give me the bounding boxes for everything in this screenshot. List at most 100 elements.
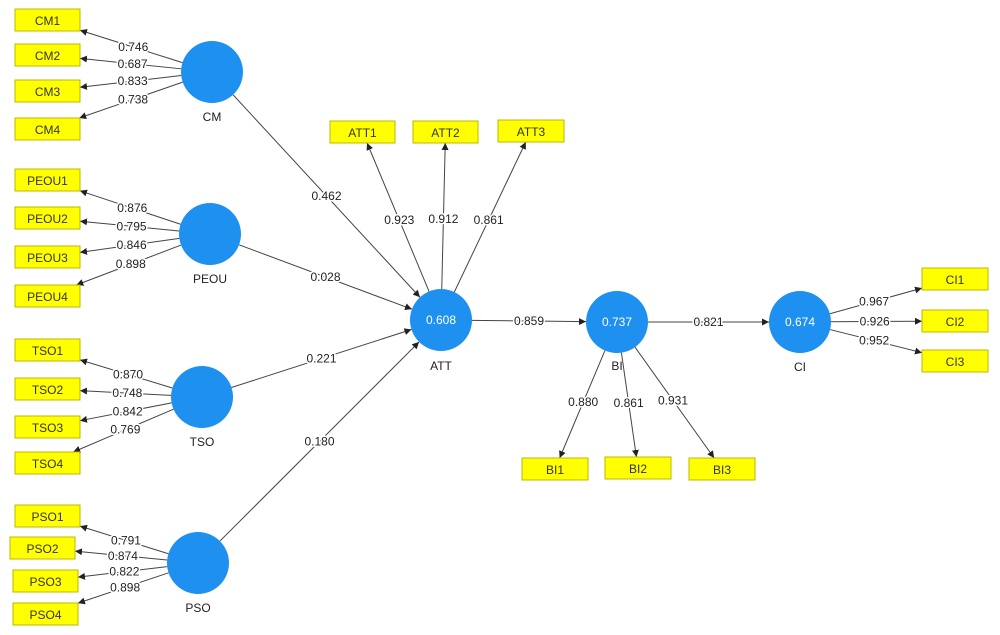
indicator-label: TSO3 — [32, 421, 64, 435]
indicator-box — [688, 457, 756, 481]
loading-value-pso1: 0.791 — [111, 534, 141, 548]
loading-value-tso3: 0.842 — [113, 404, 143, 418]
indicator-box — [14, 338, 81, 362]
path-edge-tso-att — [231, 328, 412, 388]
indicator-pso4[interactable]: PSO4 — [12, 602, 79, 626]
indicator-pso3[interactable]: PSO3 — [12, 569, 79, 593]
indicator-label: BI1 — [546, 463, 564, 477]
path-coefficient-bi-ci: 0.821 — [693, 315, 723, 329]
latent-circle — [586, 291, 648, 353]
indicator-tso1[interactable]: TSO1 — [14, 338, 81, 362]
indicator-box — [921, 309, 989, 333]
indicator-cm4[interactable]: CM4 — [14, 117, 81, 141]
indicator-cm3[interactable]: CM3 — [14, 79, 81, 103]
loading-value-att2: 0.912 — [428, 212, 458, 226]
indicator-box — [12, 569, 79, 593]
latent-variable-name: BI — [611, 359, 622, 373]
indicator-att2[interactable]: ATT2 — [412, 120, 479, 144]
indicator-label: ATT3 — [517, 125, 546, 139]
indicator-cm1[interactable]: CM1 — [14, 8, 81, 32]
indicator-cm2[interactable]: CM2 — [14, 43, 81, 67]
loading-edge-ci-ci3 — [829, 329, 923, 355]
indicator-box — [14, 377, 81, 401]
indicator-label: CM1 — [35, 14, 61, 28]
edges-layer — [73, 29, 923, 605]
indicator-label: PSO1 — [31, 510, 63, 524]
indicator-ci3[interactable]: CI3 — [921, 349, 989, 373]
latent-variable-name: CI — [794, 360, 806, 374]
indicator-box — [12, 602, 79, 626]
loading-edge-ci-ci2 — [830, 317, 923, 325]
indicator-box — [521, 457, 589, 481]
loading-edge-peou-peou1 — [79, 189, 181, 225]
loading-edge-cm-cm4 — [79, 81, 183, 120]
indicator-att3[interactable]: ATT3 — [497, 119, 565, 143]
loading-value-peou2: 0.795 — [117, 219, 147, 233]
indicator-ci2[interactable]: CI2 — [921, 309, 989, 333]
latent-variable-name: TSO — [190, 435, 215, 449]
loading-value-att3: 0.861 — [474, 213, 504, 227]
indicator-tso2[interactable]: TSO2 — [14, 377, 81, 401]
indicator-box — [14, 8, 81, 32]
indicator-bi3[interactable]: BI3 — [688, 457, 756, 481]
loading-edge-tso-tso4 — [73, 408, 174, 453]
path-coefficient-att-bi: 0.859 — [514, 314, 544, 328]
loading-value-peou3: 0.846 — [117, 238, 147, 252]
indicator-bi2[interactable]: BI2 — [604, 456, 672, 480]
loading-value-bi3: 0.931 — [658, 393, 688, 407]
latent-circle — [769, 291, 831, 353]
path-edge-cm-att — [232, 94, 421, 298]
indicator-label: ATT1 — [348, 126, 377, 140]
indicator-label: PSO2 — [26, 542, 58, 556]
indicator-tso4[interactable]: TSO4 — [14, 451, 81, 475]
indicator-box — [412, 120, 479, 144]
indicator-peou3[interactable]: PEOU3 — [14, 245, 81, 269]
indicator-label: ATT2 — [431, 126, 460, 140]
loading-value-tso4: 0.769 — [110, 423, 140, 437]
path-coefficient-tso-att: 0.221 — [306, 352, 336, 366]
indicator-box — [14, 245, 81, 269]
loading-edge-att-att2 — [441, 142, 449, 290]
indicator-label: TSO4 — [32, 457, 64, 471]
latent-variable-cm[interactable]: CM — [181, 41, 243, 124]
loading-edge-att-att1 — [366, 142, 430, 292]
loading-value-pso2: 0.874 — [108, 549, 138, 563]
loading-edge-ci-ci1 — [829, 286, 923, 315]
indicator-peou4[interactable]: PEOU4 — [14, 284, 81, 308]
indicator-box — [604, 456, 672, 480]
indicator-att1[interactable]: ATT1 — [329, 120, 396, 144]
loading-value-bi1: 0.880 — [568, 395, 598, 409]
indicator-box — [921, 349, 989, 373]
latent-variable-tso[interactable]: TSO — [171, 366, 233, 449]
nodes-layer: CM1CM2CM3CM4PEOU1PEOU2PEOU3PEOU4TSO1TSO2… — [9, 8, 989, 626]
indicator-label: CI2 — [946, 315, 965, 329]
labels-layer: 0.7460.6870.8330.7380.8760.7950.8460.898… — [106, 39, 891, 596]
loading-edge-pso-pso2 — [74, 548, 168, 561]
latent-circle — [167, 532, 229, 594]
loading-edge-bi-bi1 — [559, 350, 606, 459]
indicator-label: PSO4 — [29, 608, 61, 622]
loading-value-peou1: 0.876 — [117, 201, 147, 215]
indicator-label: PSO3 — [29, 575, 61, 589]
indicator-label: CM2 — [35, 49, 61, 63]
indicator-tso3[interactable]: TSO3 — [14, 415, 81, 439]
indicator-ci1[interactable]: CI1 — [921, 267, 989, 291]
indicator-box — [14, 168, 81, 192]
latent-variable-pso[interactable]: PSO — [167, 532, 229, 615]
latent-variable-peou[interactable]: PEOU — [179, 203, 241, 286]
indicator-bi1[interactable]: BI1 — [521, 457, 589, 481]
indicator-peou2[interactable]: PEOU2 — [14, 206, 81, 230]
indicator-pso2[interactable]: PSO2 — [9, 536, 76, 560]
indicator-label: PEOU3 — [27, 251, 68, 265]
indicator-peou1[interactable]: PEOU1 — [14, 168, 81, 192]
loading-value-cm1: 0.746 — [118, 40, 148, 54]
indicator-pso1[interactable]: PSO1 — [14, 504, 81, 528]
latent-circle — [171, 366, 233, 428]
latent-circle — [181, 41, 243, 103]
indicator-label: PEOU4 — [27, 290, 68, 304]
latent-circle — [179, 203, 241, 265]
